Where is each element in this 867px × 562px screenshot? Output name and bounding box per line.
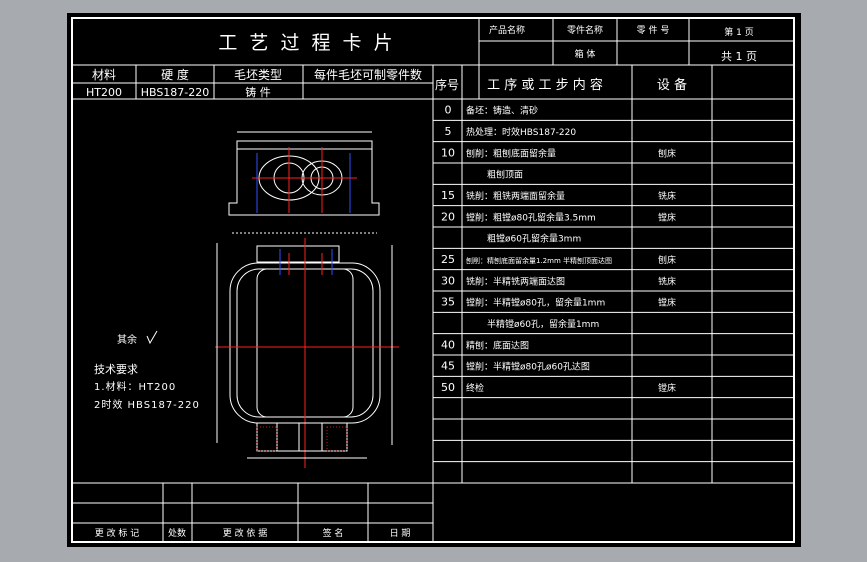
row-content: 热处理：时效HBS187-220 xyxy=(466,126,576,138)
process-card-svg: 工 艺 过 程 卡 片 产品名称 零件名称 零 件 号 箱 体 第 1 页 共 … xyxy=(71,17,795,543)
row-content: 备坯：铸造、清砂 xyxy=(466,105,538,117)
roughness-symbol xyxy=(146,330,158,345)
row-content: 刨削：粗刨底面留余量 xyxy=(466,147,556,159)
row-equipment: 刨床 xyxy=(658,254,676,266)
row-number: 50 xyxy=(441,381,455,394)
part-drawing: 其余 技术要求 1.材料：HT200 2时效 HBS187-220 xyxy=(94,131,399,468)
process-row: 25 刨削：精刨底面留余量1.2mm 半精刨顶面达图 刨床 xyxy=(433,253,794,271)
process-row: 半精镗ø60孔，留余量1mm xyxy=(433,318,794,335)
tech-requirement-1: 1.材料：HT200 xyxy=(94,380,176,393)
row-number: 5 xyxy=(445,125,452,138)
col-no-header: 序号 xyxy=(435,77,459,92)
sheet-number: 第 1 页 xyxy=(724,26,753,38)
row-content: 粗刨顶面 xyxy=(487,169,523,181)
row-content: 镗削：粗镗ø80孔留余量3.5mm xyxy=(466,211,596,223)
process-row: 5 热处理：时效HBS187-220 xyxy=(433,125,794,143)
row-content: 终检 xyxy=(466,382,484,394)
parts-per-blank-header: 每件毛坯可制零件数 xyxy=(314,67,422,82)
process-row: 粗刨顶面 xyxy=(433,169,794,185)
col-content-header: 工 序 或 工 步 内 容 xyxy=(487,77,603,93)
footer-count: 处数 xyxy=(168,527,186,539)
process-row: 50 终检 镗床 xyxy=(433,381,794,399)
row-number: 30 xyxy=(441,274,455,287)
row-content: 半精镗ø60孔，留余量1mm xyxy=(487,318,599,330)
tech-requirements-title: 技术要求 xyxy=(94,363,138,376)
blank-type-header: 毛坯类型 xyxy=(234,68,282,82)
row-number: 15 xyxy=(441,189,455,202)
roughness-note: 其余 xyxy=(117,333,137,346)
row-content: 粗镗ø60孔留余量3mm xyxy=(487,233,581,245)
row-content: 镗削：半精镗ø80孔，留余量1mm xyxy=(466,297,605,309)
process-card-sheet: 工 艺 过 程 卡 片 产品名称 零件名称 零 件 号 箱 体 第 1 页 共 … xyxy=(67,13,801,547)
row-content: 铣削：半精铣两端面达图 xyxy=(466,275,565,287)
process-row: 30 铣削：半精铣两端面达图 铣床 xyxy=(433,274,794,292)
row-content: 精刨：底面达图 xyxy=(466,339,529,351)
top-view xyxy=(228,131,380,234)
process-row: 0 备坯：铸造、清砂 xyxy=(433,104,794,121)
card-title: 工 艺 过 程 卡 片 xyxy=(218,32,395,54)
footer-date: 日 期 xyxy=(390,528,411,539)
row-number: 25 xyxy=(441,253,455,266)
row-number: 0 xyxy=(445,104,452,117)
hardness-value: HBS187-220 xyxy=(141,86,210,99)
process-row: 10 刨削：粗刨底面留余量 刨床 xyxy=(433,146,794,164)
process-row: 15 铣削：粗铣两端面留余量 铣床 xyxy=(433,189,794,207)
process-row: 粗镗ø60孔留余量3mm xyxy=(433,233,794,249)
material-header: 材料 xyxy=(92,68,116,82)
row-equipment: 铣床 xyxy=(658,275,676,287)
footer-change-basis: 更 改 依 据 xyxy=(223,527,268,539)
front-view xyxy=(215,238,399,468)
part-name-value: 箱 体 xyxy=(575,48,596,60)
process-row: 45 镗削：半精镗ø80孔ø60孔达图 xyxy=(433,360,794,377)
hardness-header: 硬 度 xyxy=(161,67,189,82)
row-content: 铣削：粗铣两端面留余量 xyxy=(466,190,565,202)
row-content: 刨削：精刨底面留余量1.2mm 半精刨顶面达图 xyxy=(466,256,612,265)
sheet-total: 共 1 页 xyxy=(721,50,757,63)
row-number: 20 xyxy=(441,210,455,223)
footer-signature: 签 名 xyxy=(323,527,344,539)
tech-requirement-2: 2时效 HBS187-220 xyxy=(94,398,200,411)
row-number: 40 xyxy=(441,338,455,351)
product-name-label: 产品名称 xyxy=(489,24,525,36)
row-number: 35 xyxy=(441,296,455,309)
blank-type-value: 铸 件 xyxy=(245,85,271,99)
row-equipment: 刨床 xyxy=(658,147,676,159)
part-no-label: 零 件 号 xyxy=(637,24,670,36)
row-equipment: 铣床 xyxy=(658,190,676,202)
col-equip-header: 设 备 xyxy=(657,77,687,93)
material-value: HT200 xyxy=(86,86,122,99)
row-number: 45 xyxy=(441,360,455,373)
process-row: 20 镗削：粗镗ø80孔留余量3.5mm 镗床 xyxy=(433,210,794,228)
row-content: 镗削：半精镗ø80孔ø60孔达图 xyxy=(466,361,590,373)
footer-change-mark: 更 改 标 记 xyxy=(95,527,140,539)
part-name-label: 零件名称 xyxy=(567,24,603,36)
row-number: 10 xyxy=(441,146,455,159)
row-equipment: 镗床 xyxy=(658,297,676,309)
process-row: 35 镗削：半精镗ø80孔，留余量1mm 镗床 xyxy=(433,296,794,313)
process-row: 40 精刨：底面达图 xyxy=(433,338,794,356)
row-equipment: 镗床 xyxy=(658,211,676,223)
row-equipment: 镗床 xyxy=(658,382,676,394)
